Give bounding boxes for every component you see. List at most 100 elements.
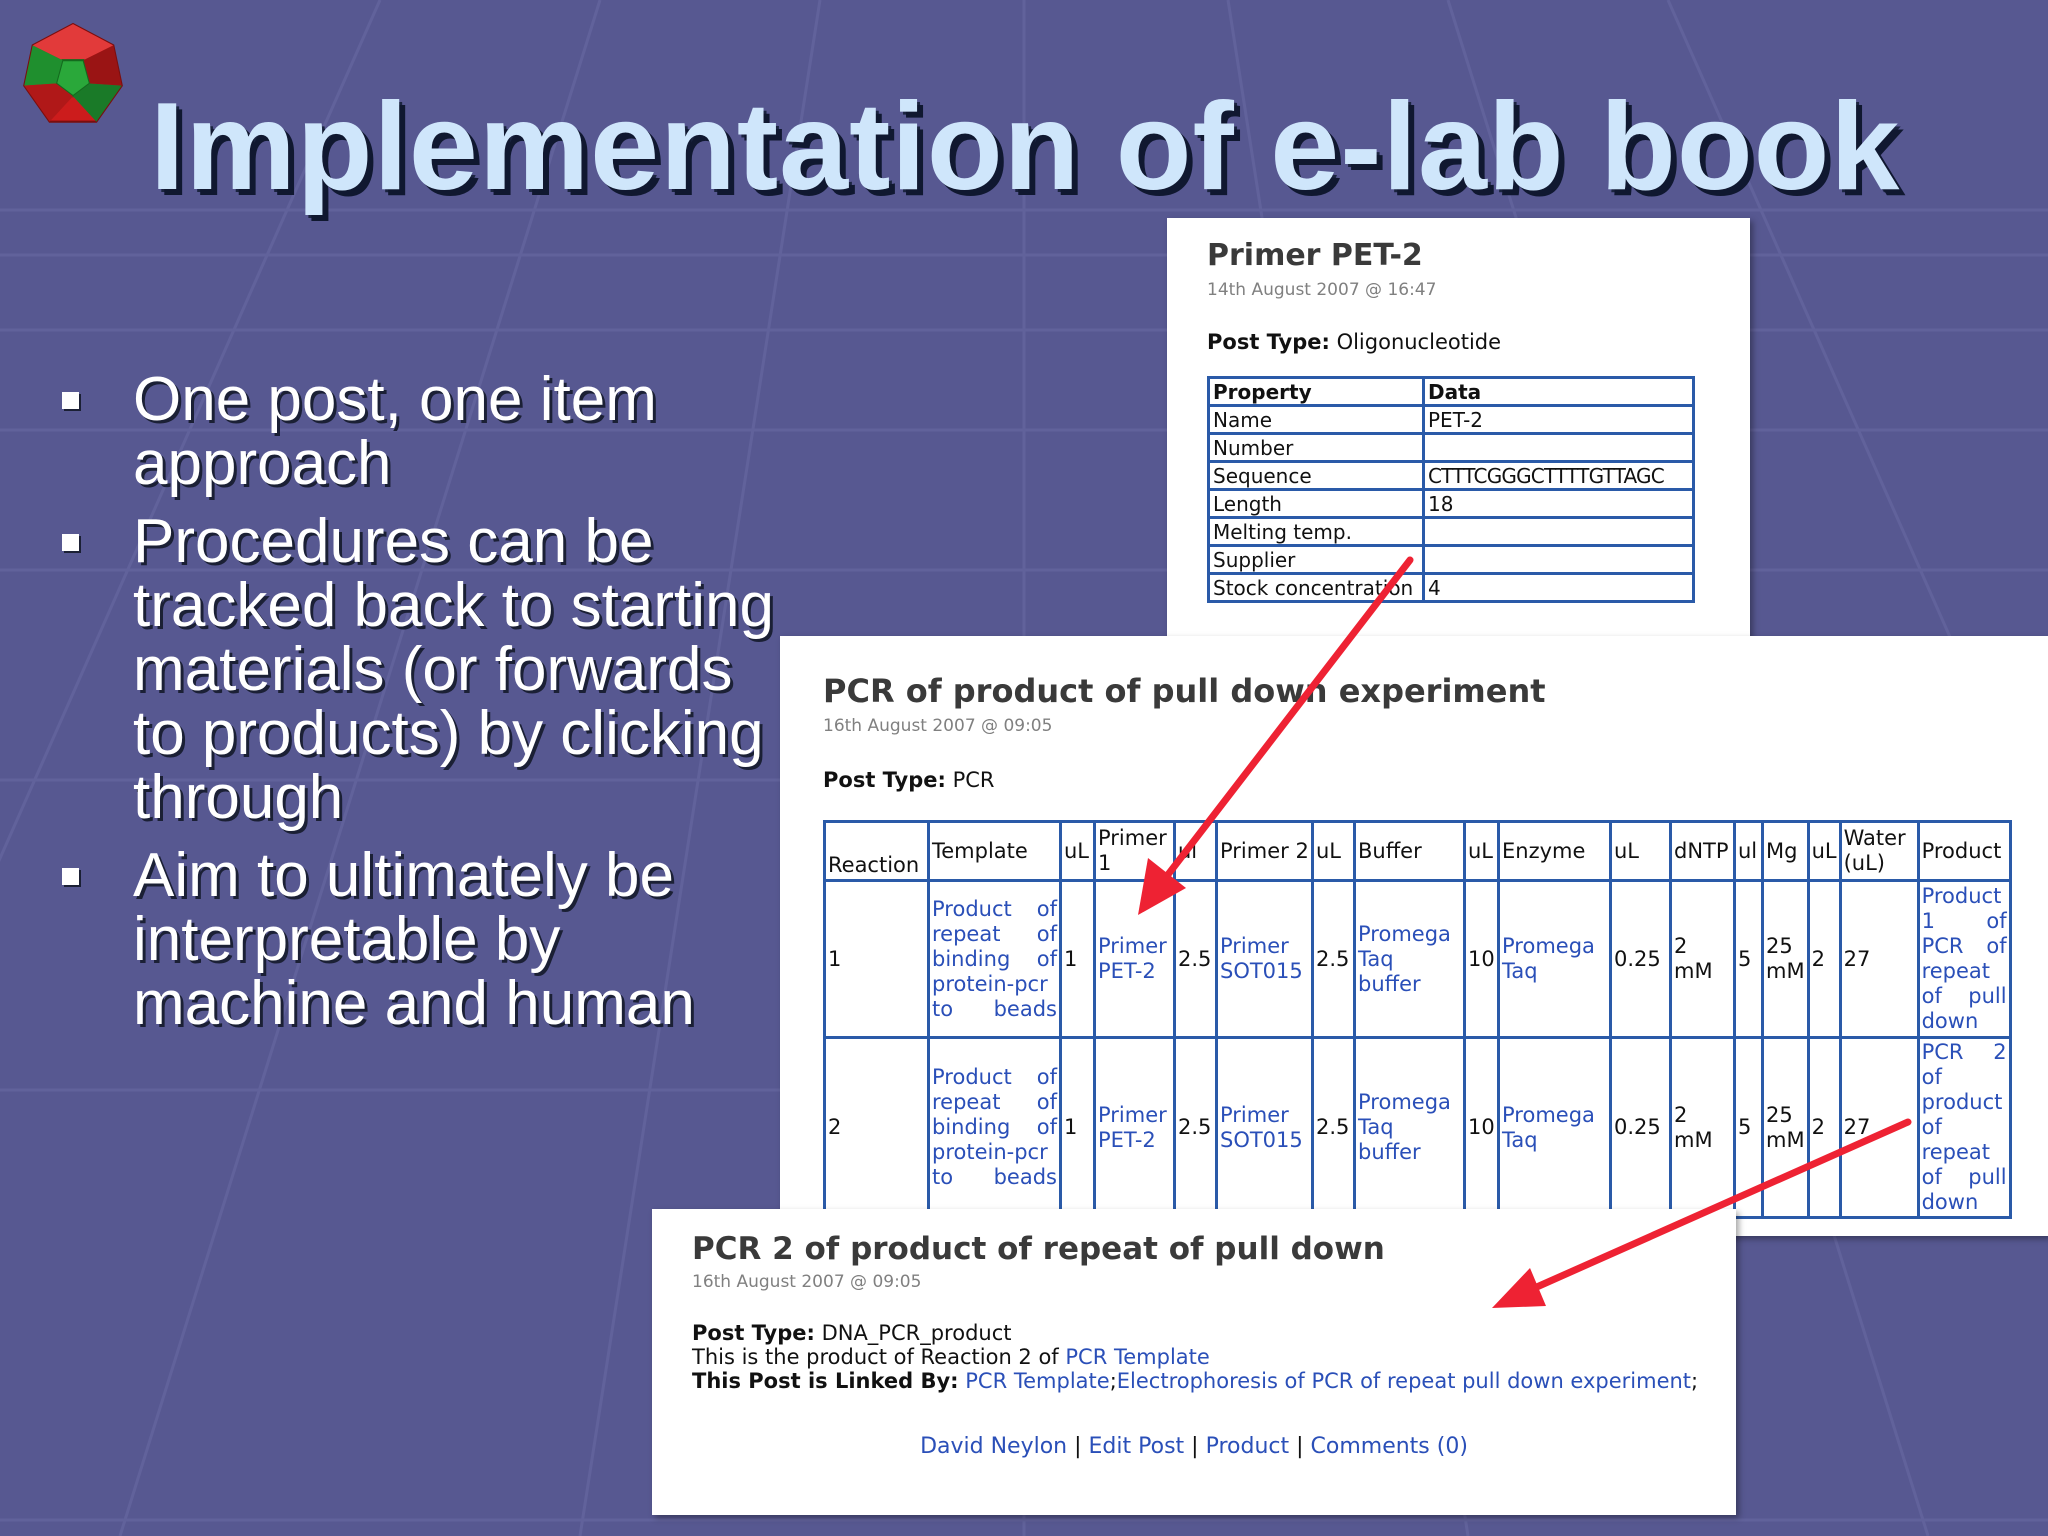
value-cell: 25 mM <box>1761 1036 1810 1219</box>
data-cell <box>1422 516 1695 547</box>
product-of-text: This is the product of Reaction 2 of <box>692 1345 1059 1369</box>
property-cell: Stock concentration <box>1207 572 1425 603</box>
buffer-link[interactable]: Promega Taq buffer <box>1353 1036 1466 1219</box>
post-footer: David Neylon | Edit Post | Product | Com… <box>920 1434 1468 1459</box>
value-cell: 2.5 <box>1173 1036 1218 1219</box>
primer-post-screenshot: Primer PET-2 14th August 2007 @ 16:47 Po… <box>1167 218 1750 638</box>
polyhedron-logo-icon <box>23 22 123 123</box>
reaction-cell: 2 <box>823 1036 930 1219</box>
post-type: Post Type: DNA_PCR_product <box>692 1321 1012 1345</box>
product-of-line: This is the product of Reaction 2 of PCR… <box>692 1345 1210 1369</box>
column-header: ul <box>1733 820 1764 882</box>
table-row: Supplier <box>1207 544 1695 575</box>
column-header: Primer 1 <box>1093 820 1176 882</box>
enzyme-link[interactable]: Promega Taq <box>1497 1036 1612 1219</box>
comments-link[interactable]: Comments (0) <box>1310 1434 1468 1459</box>
template-link[interactable]: Product of repeat of binding of protein-… <box>927 1036 1062 1219</box>
value-cell: 0.25 <box>1609 1036 1672 1219</box>
value-cell: 2 mM <box>1669 1036 1736 1219</box>
column-header: uL <box>1609 820 1672 882</box>
value-cell: 2 <box>1806 879 1842 1039</box>
column-header: Primer 2 <box>1215 820 1314 882</box>
product-link[interactable]: Product 1 of PCR of repeat of pull down <box>1916 879 2012 1039</box>
pcr-template-link[interactable]: PCR Template <box>1065 1345 1210 1369</box>
post-type: Post Type: PCR <box>823 768 994 792</box>
edit-post-link[interactable]: Edit Post <box>1088 1434 1185 1459</box>
pcr-reaction-table: Reaction Template uL Primer 1 ul Primer … <box>823 820 2012 1219</box>
value-cell: 1 <box>1059 1036 1096 1219</box>
bullet-text: Procedures can be tracked back to starti… <box>133 507 774 832</box>
value-cell: 1 <box>1059 879 1096 1039</box>
bullet-item: Procedures can be tracked back to starti… <box>60 510 800 830</box>
column-header: uL <box>1806 820 1842 882</box>
bullet-text: One post, one item approach <box>133 365 657 498</box>
primer2-link[interactable]: Primer SOT015 <box>1215 879 1314 1039</box>
table-header-row: Reaction Template uL Primer 1 ul Primer … <box>823 820 2012 882</box>
linked-electrophoresis-link[interactable]: Electrophoresis of PCR of repeat pull do… <box>1116 1369 1692 1393</box>
data-cell: 4 <box>1422 572 1695 603</box>
value-cell: 27 <box>1838 1036 1920 1219</box>
property-cell: Supplier <box>1207 544 1425 575</box>
column-header: Water (uL) <box>1838 820 1920 882</box>
square-bullet-icon <box>62 534 79 551</box>
post-type-label: Post Type: <box>1207 330 1330 354</box>
post-date: 14th August 2007 @ 16:47 <box>1207 280 1437 300</box>
post-title: PCR 2 of product of repeat of pull down <box>692 1231 1385 1267</box>
value-cell: 2 <box>1806 1036 1842 1219</box>
post-type-label: Post Type: <box>823 768 946 792</box>
value-cell: 10 <box>1463 1036 1500 1219</box>
post-type-value: Oligonucleotide <box>1336 330 1502 354</box>
value-cell: 10 <box>1463 879 1500 1039</box>
column-header: Property <box>1207 376 1425 407</box>
column-header: Template <box>927 820 1062 882</box>
post-date: 16th August 2007 @ 09:05 <box>823 716 1053 736</box>
post-type-value: PCR <box>952 768 995 792</box>
value-cell: 5 <box>1733 1036 1764 1219</box>
product-link[interactable]: PCR 2 of product of repeat of pull down <box>1916 1036 2012 1219</box>
primer2-link[interactable]: Primer SOT015 <box>1215 1036 1314 1219</box>
bullet-item: Aim to ultimately be interpretable by ma… <box>60 844 800 1036</box>
bullet-list: One post, one item approach Procedures c… <box>60 368 800 1050</box>
property-cell: Melting temp. <box>1207 516 1425 547</box>
column-header: Data <box>1422 376 1695 407</box>
property-cell: Sequence <box>1207 460 1425 491</box>
linked-by-label: This Post is Linked By: <box>692 1369 959 1393</box>
column-header: dNTP <box>1669 820 1736 882</box>
product-category-link[interactable]: Product <box>1205 1434 1290 1459</box>
value-cell: 25 mM <box>1761 879 1810 1039</box>
table-row: 1 Product of repeat of binding of protei… <box>823 879 2012 1039</box>
enzyme-link[interactable]: Promega Taq <box>1497 879 1612 1039</box>
data-cell <box>1422 432 1695 463</box>
value-cell: 0.25 <box>1609 879 1672 1039</box>
square-bullet-icon <box>62 868 79 885</box>
column-header: Mg <box>1761 820 1810 882</box>
primer1-link[interactable]: Primer PET-2 <box>1093 879 1176 1039</box>
property-cell: Name <box>1207 404 1425 435</box>
buffer-link[interactable]: Promega Taq buffer <box>1353 879 1466 1039</box>
post-type-label: Post Type: <box>692 1321 815 1345</box>
data-cell <box>1422 544 1695 575</box>
product-post-screenshot: PCR 2 of product of repeat of pull down … <box>652 1209 1736 1515</box>
bullet-item: One post, one item approach <box>60 368 800 496</box>
value-cell: 2.5 <box>1311 1036 1356 1219</box>
table-row: Melting temp. <box>1207 516 1695 547</box>
column-header: uL <box>1311 820 1356 882</box>
table-row: 2 Product of repeat of binding of protei… <box>823 1036 2012 1219</box>
pcr-post-screenshot: PCR of product of pull down experiment 1… <box>780 636 2048 1236</box>
square-bullet-icon <box>62 392 79 409</box>
author-link[interactable]: David Neylon <box>920 1434 1068 1459</box>
linked-pcr-template-link[interactable]: PCR Template <box>965 1369 1110 1393</box>
post-title: PCR of product of pull down experiment <box>823 672 1546 710</box>
data-cell: 18 <box>1422 488 1695 519</box>
primer1-link[interactable]: Primer PET-2 <box>1093 1036 1176 1219</box>
value-cell: 2 mM <box>1669 879 1736 1039</box>
template-link[interactable]: Product of repeat of binding of protein-… <box>927 879 1062 1039</box>
post-type-value: DNA_PCR_product <box>821 1321 1012 1345</box>
value-cell: 27 <box>1838 879 1920 1039</box>
value-cell: 5 <box>1733 879 1764 1039</box>
linked-by-line: This Post is Linked By: PCR Template;Ele… <box>692 1369 1699 1393</box>
